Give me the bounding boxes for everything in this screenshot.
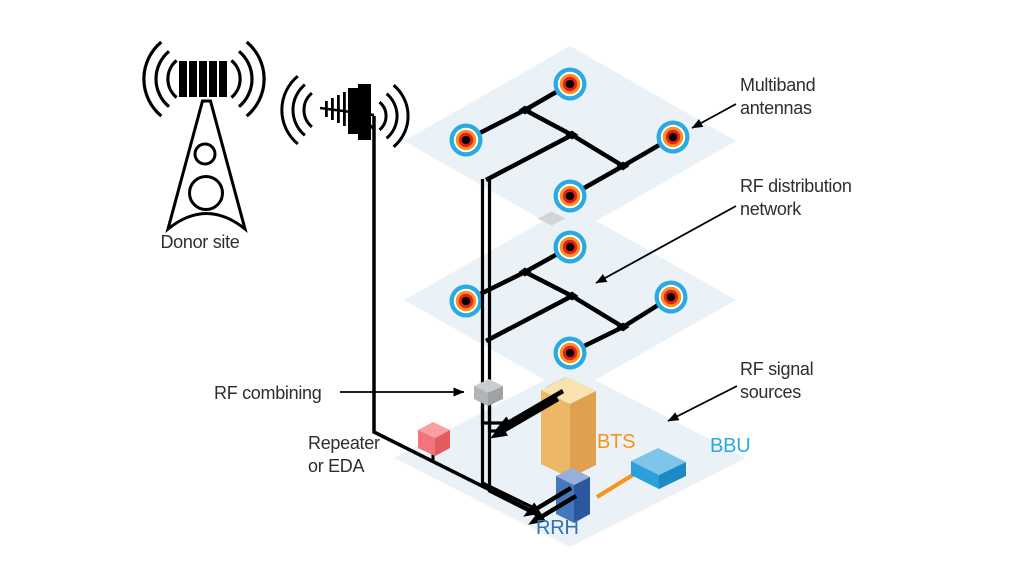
- junction-node-icon: [518, 267, 532, 277]
- rf-signal-sources-label: RF signal sources: [740, 359, 814, 402]
- bts-signal-arrow: [495, 389, 565, 431]
- signal-waves-icon: [142, 40, 266, 118]
- distribution-line: [570, 294, 625, 329]
- rrh-label: RRH: [536, 517, 579, 539]
- rf-combiner-box: [474, 379, 503, 406]
- floor-plane-upper: [404, 46, 736, 236]
- multiband-antenna-target-icon: [655, 281, 688, 314]
- bbu-box: [631, 448, 686, 489]
- floor-plane-middle: [404, 206, 736, 394]
- junction-node-icon: [616, 161, 630, 171]
- bts-signal-arrow: [490, 397, 560, 439]
- label-leader-arrows: [340, 103, 738, 422]
- multiband-antennas-label: Multiband antennas: [740, 75, 816, 118]
- bts-label: BTS: [597, 431, 636, 453]
- riser-cable: [480, 404, 537, 511]
- rf-combining-label: RF combining: [214, 383, 322, 403]
- directional-antenna-icon: [280, 74, 410, 148]
- multiband-antenna-target-icon: [554, 180, 587, 213]
- multiband-antenna-target-icon: [450, 285, 483, 318]
- tower-antenna-panel: [179, 61, 227, 97]
- tower-body: [165, 99, 248, 234]
- junction-node-icon: [565, 130, 579, 140]
- donor-tower-icon: [142, 40, 266, 234]
- rrh-signal-arrow: [528, 494, 578, 525]
- rf-signal-sources-leader-arrow: [667, 385, 738, 422]
- junction-node-icon: [518, 105, 532, 115]
- donor-feed-cable: [372, 116, 537, 515]
- riser-opening-upper: [537, 211, 566, 226]
- bbu-label: BBU: [710, 435, 751, 457]
- multiband-antennas-leader-arrow: [691, 103, 737, 129]
- multiband-antenna-target-icon: [554, 68, 587, 101]
- riser-tap-line: [484, 133, 574, 182]
- bts-box: [541, 377, 596, 478]
- rf-distribution-network-label: RF distribution network: [740, 176, 852, 219]
- distribution-line: [523, 269, 574, 299]
- rf-signal-flow-arrows: [490, 389, 578, 525]
- signal-waves-icon: [280, 74, 410, 148]
- riser-tap-line: [484, 294, 574, 343]
- junction-node-icon: [616, 322, 630, 332]
- tower-light-small: [193, 142, 217, 166]
- multiband-antenna-target-icon: [450, 124, 483, 157]
- repeater-box: [418, 422, 450, 456]
- distribution-line: [523, 108, 574, 137]
- distribution-line: [570, 133, 625, 168]
- junction-nodes: [518, 105, 630, 332]
- junction-node-icon: [565, 291, 579, 301]
- fiber-link: [595, 471, 638, 499]
- multiband-antenna-target-icon: [554, 231, 587, 264]
- rrh-signal-arrow: [523, 486, 573, 517]
- multiband-antenna-target-icon: [554, 337, 587, 370]
- rf-distribution-leader-arrow: [595, 205, 737, 284]
- multiband-antenna-target-icon: [657, 121, 690, 154]
- tower-light-large: [188, 175, 224, 211]
- repeater-or-eda-label: Repeater or EDA: [308, 433, 380, 476]
- donor-site-label: Donor site: [160, 232, 240, 252]
